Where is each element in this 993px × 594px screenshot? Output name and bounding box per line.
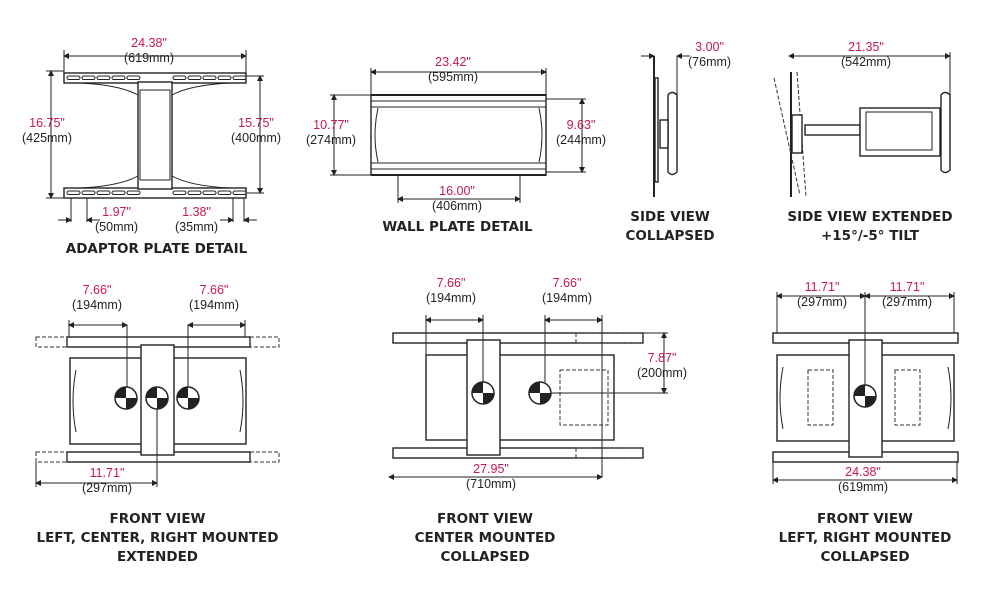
dim-mm: (297mm) <box>797 295 848 309</box>
dim-inch: 11.71" <box>89 466 125 480</box>
caption-front-center-collapsed: FRONT VIEW CENTER MOUNTED COLLAPSED <box>400 510 570 567</box>
caption-line: LEFT, CENTER, RIGHT MOUNTED <box>36 530 279 546</box>
dim-adaptor-height-inner: 15.75"(400mm) <box>231 116 281 146</box>
caption-line: COLLAPSED <box>440 549 530 565</box>
dim-mm: (619mm) <box>838 480 889 494</box>
dim-wall-hole-spacing: 9.63"(244mm) <box>556 118 606 148</box>
dim-inch: 11.71" <box>804 280 840 294</box>
dim-adaptor-width: 24.38"(619mm) <box>124 36 174 66</box>
dim-mm: (297mm) <box>882 295 933 309</box>
caption-front-extended: FRONT VIEW LEFT, CENTER, RIGHT MOUNTED EXT… <box>20 510 295 567</box>
dim-mm: (274mm) <box>306 133 357 147</box>
front-center-collapsed-drawing <box>388 315 668 480</box>
dim-mm: (425mm) <box>22 131 73 145</box>
dim-mm: (595mm) <box>428 70 479 84</box>
dim-inch: 24.38" <box>131 36 167 50</box>
dim-inch: 23.42" <box>435 55 471 69</box>
dim-mm: (194mm) <box>189 298 240 312</box>
dim-mm: (194mm) <box>426 291 477 305</box>
dim-inch: 1.38" <box>182 205 211 219</box>
dim-front-center-right: 7.66"(194mm) <box>542 276 592 306</box>
dim-inch: 7.66" <box>436 276 466 290</box>
dim-adaptor-left-offset: 1.97"(50mm) <box>95 205 138 235</box>
wall-plate-drawing <box>330 68 586 203</box>
dim-front-center-width: 27.95"(710mm) <box>466 462 516 492</box>
dim-inch: 15.75" <box>238 116 274 130</box>
dim-inch: 24.38" <box>845 465 881 479</box>
dim-wall-width: 23.42"(595mm) <box>428 55 478 85</box>
dim-mm: (297mm) <box>82 481 133 495</box>
caption-line: COLLAPSED <box>625 228 715 244</box>
caption-wall-plate: WALL PLATE DETAIL <box>370 218 545 237</box>
dim-mm: (542mm) <box>841 55 892 69</box>
dim-front-center-left: 7.66"(194mm) <box>426 276 476 306</box>
dim-inch: 7.66" <box>82 283 112 297</box>
dim-mm: (194mm) <box>542 291 593 305</box>
dim-side-extension: 21.35"(542mm) <box>841 40 891 70</box>
caption-line: +15°/-5° TILT <box>820 228 920 244</box>
caption-front-lr-collapsed: FRONT VIEW LEFT, RIGHT MOUNTED COLLAPSED <box>770 510 960 567</box>
front-lr-collapsed-drawing <box>772 292 959 484</box>
dim-mm: (35mm) <box>175 220 219 234</box>
dim-front-lr-width: 24.38"(619mm) <box>838 465 888 495</box>
side-extended-drawing <box>773 52 951 198</box>
caption-line: FRONT VIEW <box>109 511 206 527</box>
dim-mm: (400mm) <box>231 131 282 145</box>
dim-inch: 1.97" <box>102 205 131 219</box>
dim-inch: 7.66" <box>199 283 229 297</box>
caption-line: SIDE VIEW <box>630 209 710 225</box>
caption-line: LEFT, RIGHT MOUNTED <box>778 530 952 546</box>
dim-side-depth: 3.00"(76mm) <box>688 40 731 70</box>
caption-line: FRONT VIEW <box>817 511 913 527</box>
dim-wall-height: 10.77"(274mm) <box>306 118 356 148</box>
caption-line: FRONT VIEW <box>437 511 533 527</box>
front-extended-drawing <box>35 320 280 487</box>
dim-front-ext-right: 7.66"(194mm) <box>189 283 239 313</box>
dim-inch: 7.87" <box>647 351 677 365</box>
dim-front-ext-offset: 11.71"(297mm) <box>82 466 132 496</box>
dim-inch: 11.71" <box>889 280 925 294</box>
dim-adaptor-right-offset: 1.38"(35mm) <box>175 205 218 235</box>
dim-mm: (76mm) <box>688 55 732 69</box>
dim-adaptor-height-outer: 16.75"(425mm) <box>22 116 72 146</box>
dim-front-ext-left: 7.66"(194mm) <box>72 283 122 313</box>
caption-line: SIDE VIEW EXTENDED <box>787 209 953 225</box>
dim-mm: (406mm) <box>432 199 483 213</box>
dim-inch: 9.63" <box>566 118 596 132</box>
side-collapsed-drawing <box>641 53 690 197</box>
dim-inch: 3.00" <box>695 40 724 54</box>
dim-mm: (244mm) <box>556 133 607 147</box>
dim-front-center-vertical: 7.87"(200mm) <box>637 351 687 381</box>
dim-inch: 21.35" <box>848 40 884 54</box>
dim-inch: 16.75" <box>29 116 65 130</box>
dim-mm: (619mm) <box>124 51 175 65</box>
dim-inch: 16.00" <box>439 184 475 198</box>
dim-mm: (194mm) <box>72 298 123 312</box>
caption-line: ADAPTOR PLATE DETAIL <box>65 241 248 257</box>
dim-wall-stud-spacing: 16.00"(406mm) <box>432 184 482 214</box>
dim-front-lr-left: 11.71"(297mm) <box>797 280 847 310</box>
dim-mm: (200mm) <box>637 366 688 380</box>
adaptor-plate-drawing <box>46 50 264 223</box>
caption-line: EXTENDED <box>117 549 198 565</box>
dim-inch: 7.66" <box>552 276 582 290</box>
caption-line: COLLAPSED <box>820 549 910 565</box>
caption-adaptor-plate: ADAPTOR PLATE DETAIL <box>64 240 249 259</box>
dim-inch: 27.95" <box>473 462 509 476</box>
caption-side-extended: SIDE VIEW EXTENDED +15°/-5° TILT <box>780 208 960 246</box>
dim-mm: (710mm) <box>466 477 517 491</box>
caption-line: WALL PLATE DETAIL <box>382 219 533 235</box>
dim-front-lr-right: 11.71"(297mm) <box>882 280 932 310</box>
caption-line: CENTER MOUNTED <box>414 530 556 546</box>
dim-inch: 10.77" <box>313 118 349 132</box>
dim-mm: (50mm) <box>95 220 139 234</box>
caption-side-collapsed: SIDE VIEW COLLAPSED <box>620 208 720 246</box>
